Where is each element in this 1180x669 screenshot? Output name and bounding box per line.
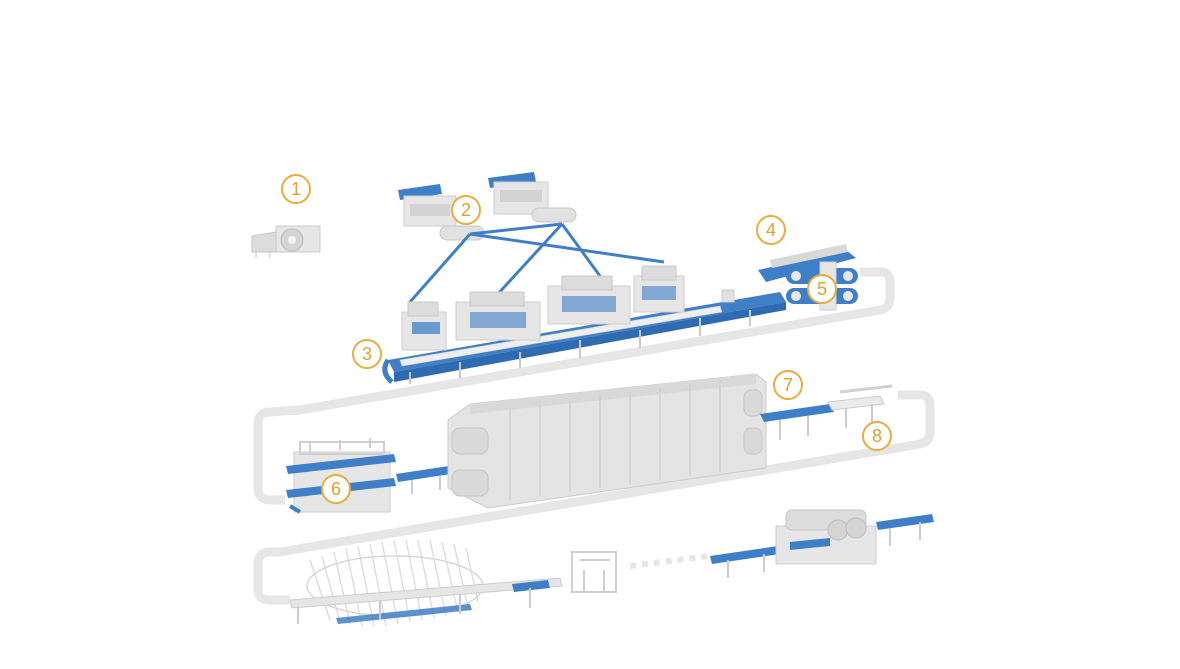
feed-lines xyxy=(408,222,665,303)
step-badge-6: 6 xyxy=(321,474,351,504)
flow-path-2 xyxy=(253,390,935,605)
machine-portal-frame xyxy=(571,551,617,593)
flow-path-3 xyxy=(629,553,711,569)
step-badge-7: 7 xyxy=(773,370,803,400)
conveyor-row2-outfeed xyxy=(760,384,893,440)
machine-station-c xyxy=(547,275,631,325)
machine-sheeter-upper-right xyxy=(488,172,577,223)
step-badge-1: 1 xyxy=(281,174,311,204)
step-badge-3: 3 xyxy=(352,339,382,369)
machine-mixer xyxy=(251,225,321,258)
machine-station-a xyxy=(401,301,447,351)
machine-small-unit xyxy=(721,289,735,303)
conveyor-row3-main xyxy=(289,577,563,624)
conveyor-main-row1 xyxy=(382,292,786,384)
machine-station-d xyxy=(633,265,685,313)
flow-path-1 xyxy=(253,267,895,505)
conveyor-row2-feed xyxy=(396,464,464,494)
machine-tunnel-oven xyxy=(447,373,767,509)
step-badge-5: 5 xyxy=(807,274,837,304)
step-badge-2: 2 xyxy=(451,195,481,225)
step-badge-8: 8 xyxy=(862,421,892,451)
machine-station-b xyxy=(455,291,541,341)
conveyor-row3-right xyxy=(710,509,934,578)
step-badge-4: 4 xyxy=(756,215,786,245)
machine-sheeter-upper-left xyxy=(398,184,485,241)
